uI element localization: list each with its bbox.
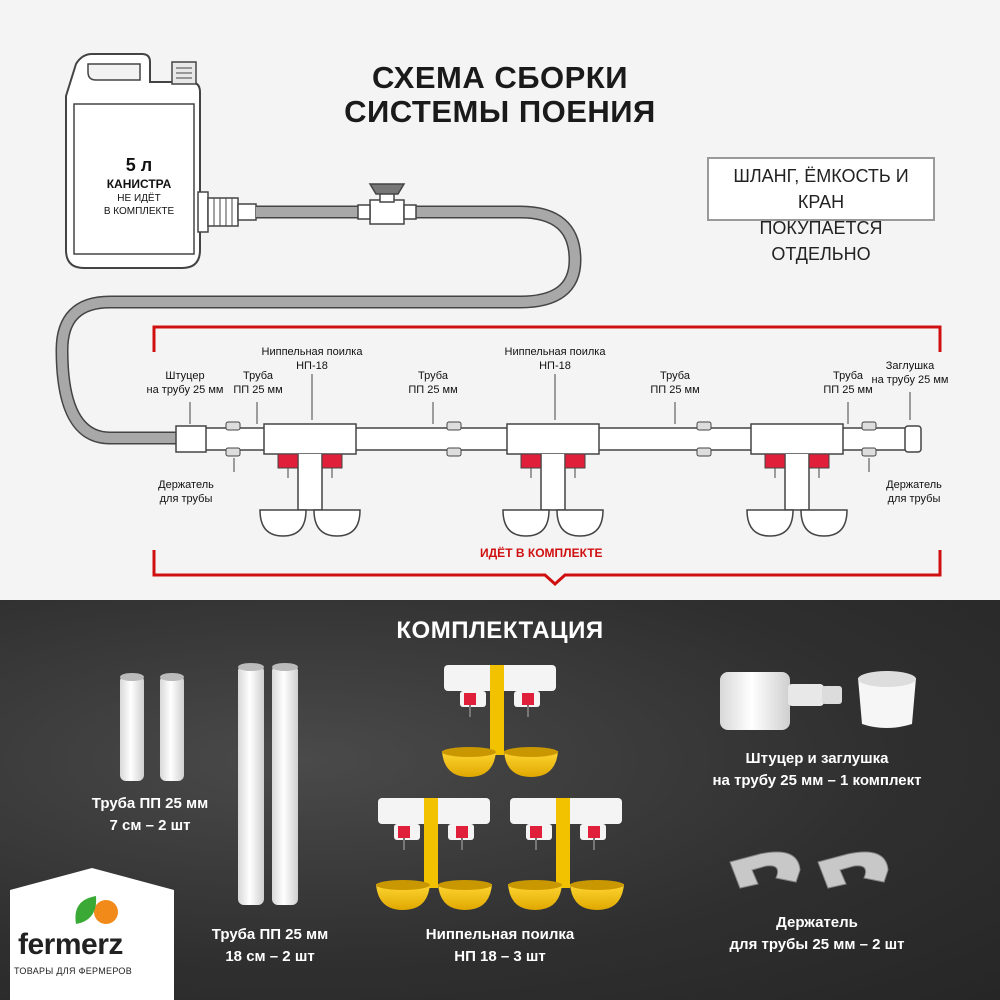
purchase-separately-note: ШЛАНГ, ЁМКОСТЬ И КРАН ПОКУПАЕТСЯ ОТДЕЛЬН… [707, 157, 935, 264]
kit-drinker-image-2 [376, 798, 492, 910]
page-title-line2: СИСТЕМЫ ПОЕНИЯ [344, 94, 656, 129]
canister-label: 5 л КАНИСТРА НЕ ИДЁТ В КОМПЛЕКТЕ [84, 154, 194, 218]
diagram-drinker-3 [746, 423, 848, 537]
pipe-holders-image [729, 851, 889, 889]
included-bracket-bottom [152, 550, 942, 587]
brand-logo [10, 868, 174, 1000]
pipe-cap-icon [904, 425, 922, 453]
canister-note-line2: В КОМПЛЕКТЕ [103, 206, 175, 217]
note-line2: ПОКУПАЕТСЯ ОТДЕЛЬНО [759, 218, 883, 264]
pipe-holder-right-icon [861, 421, 877, 457]
diagram-drinker-1 [259, 423, 361, 537]
diagram-drinker-2 [502, 423, 604, 537]
long-tubes-image [238, 663, 298, 905]
page-title-line1: СХЕМА СБОРКИ [371, 60, 629, 95]
canister-name: КАНИСТРА [106, 177, 172, 191]
logo-orange-icon [94, 900, 118, 924]
fitting-and-cap-image [720, 671, 916, 730]
pipe-joint-marks [446, 421, 712, 457]
assembly-diagram [55, 53, 942, 587]
short-tubes-image [120, 673, 184, 781]
kit-title: КОМПЛЕКТАЦИЯ [396, 617, 604, 644]
pipe-fitting-icon [175, 425, 207, 453]
kit-drinker-image-1 [442, 665, 558, 777]
leader-lines [189, 374, 911, 472]
kit-drinker-image-3 [508, 798, 624, 910]
pipe-holder-left-icon [225, 421, 241, 457]
canister-icon [65, 53, 201, 269]
canister-note-line1: НЕ ИДЁТ [117, 193, 161, 204]
brand-tagline: ТОВАРЫ ДЛЯ ФЕРМЕРОВ [14, 966, 133, 976]
brand-name: fermerz [18, 928, 123, 961]
included-bracket-top [152, 325, 942, 352]
included-label: ИДЁТ В КОМПЛЕКТЕ [480, 546, 603, 560]
canister-volume: 5 л [125, 155, 153, 175]
note-line1: ШЛАНГ, ЁМКОСТЬ И КРАН [733, 166, 909, 212]
valve-icon [357, 183, 417, 225]
logo-leaf-icon [75, 896, 97, 924]
canister-fitting-icon [197, 191, 257, 233]
